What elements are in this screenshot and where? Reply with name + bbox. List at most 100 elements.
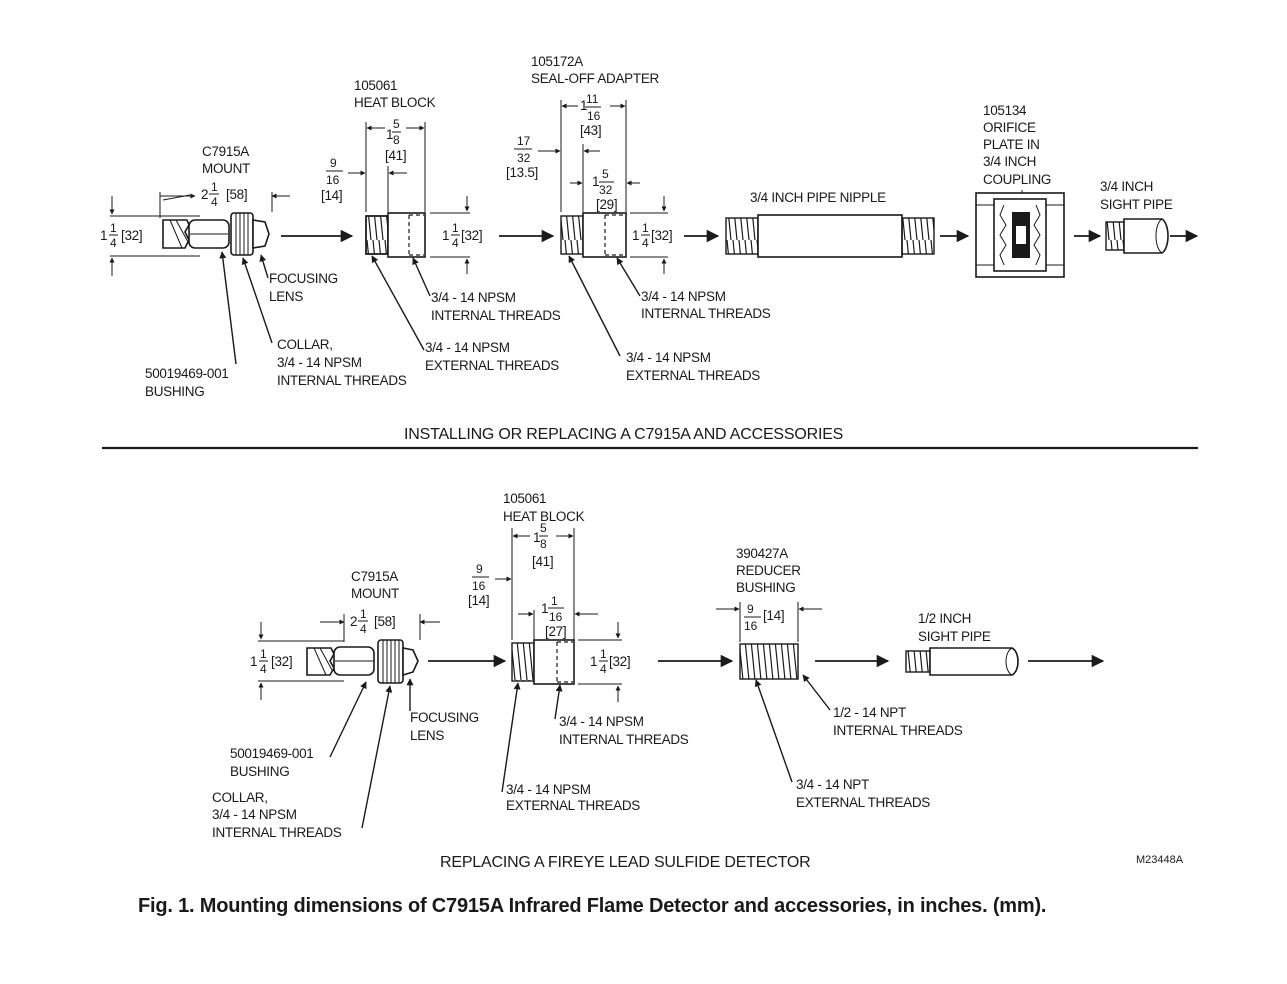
top-so-dia-den: 4: [642, 236, 649, 250]
top-sight-pipe-1: 3/4 INCH: [1100, 179, 1153, 194]
bottom-hb-name: HEAT BLOCK: [503, 509, 585, 524]
top-nipple-label: 3/4 INCH PIPE NIPPLE: [750, 190, 886, 205]
bottom-reducer-bushing: 390427A REDUCER BUSHING 9 16 [14] 1/2 - …: [716, 546, 963, 810]
top-heat-block-part: 105061: [354, 78, 397, 93]
top-so-in-whole: 1: [592, 174, 599, 189]
top-collar-1: COLLAR,: [277, 337, 333, 352]
top-caption: INSTALLING OR REPLACING A C7915A AND ACC…: [404, 426, 843, 443]
top-so-dia-whole: 1: [632, 228, 639, 243]
top-mount-dia-mm: [32]: [121, 228, 142, 243]
top-bushing-2: BUSHING: [145, 384, 204, 399]
top-seal-off-adapter: 105172A SEAL-OFF ADAPTER 1 11 16 [43] 17…: [506, 54, 771, 383]
bottom-reducer-internal-2: INTERNAL THREADS: [833, 723, 963, 738]
bottom-heat-block: 105061 HEAT BLOCK 1 5 8 [41] 9 16 [14] 1…: [468, 491, 689, 813]
bottom-hb-in-whole: 1: [541, 601, 548, 616]
top-so-len-whole: 1: [580, 98, 587, 113]
top-pipe-nipple: 3/4 INCH PIPE NIPPLE: [725, 190, 935, 258]
top-assembly: C7915A MOUNT 2 1 4 [58] 1 1 4 [32]: [100, 54, 1199, 443]
top-mount-name: MOUNT: [202, 161, 250, 176]
bottom-hb-external-2: EXTERNAL THREADS: [506, 798, 640, 813]
bottom-reducer-th-num: 9: [747, 602, 754, 616]
bottom-hb-in-mm: [27]: [545, 624, 566, 639]
top-hb-external-2: EXTERNAL THREADS: [425, 358, 559, 373]
top-heat-block-name: HEAT BLOCK: [354, 95, 436, 110]
top-hb-external-1: 3/4 - 14 NPSM: [425, 340, 510, 355]
bottom-hb-in-den: 16: [549, 610, 563, 624]
top-so-thread: [560, 215, 584, 255]
top-so-th-den: 32: [517, 151, 531, 165]
bottom-sight-pipe-2: SIGHT PIPE: [918, 629, 991, 644]
bottom-hb-dia-num: 1: [600, 647, 607, 661]
top-mount-part: C7915A: [202, 144, 249, 159]
top-hb-dia-whole: 1: [442, 228, 449, 243]
bottom-collar-3: INTERNAL THREADS: [212, 825, 342, 840]
top-bushing-1: 50019469-001: [145, 366, 228, 381]
top-mount-len-mm: [58]: [226, 187, 247, 202]
bottom-sight-pipe-1: 1/2 INCH: [918, 611, 971, 626]
bottom-hb-th-num: 9: [476, 562, 483, 576]
top-so-external-2: EXTERNAL THREADS: [626, 368, 760, 383]
top-orifice-4: 3/4 INCH: [983, 154, 1036, 169]
top-hb-th-mm: [14]: [321, 188, 342, 203]
bottom-hb-th-mm: [14]: [468, 593, 489, 608]
bottom-mount-len-den: 4: [360, 622, 367, 636]
bottom-bushing-2: BUSHING: [230, 764, 289, 779]
bottom-caption: REPLACING A FIREYE LEAD SULFIDE DETECTOR: [440, 854, 810, 871]
bottom-bushing-1: 50019469-001: [230, 746, 313, 761]
bottom-mount: C7915A MOUNT 2 1 4 [58] 1 1 4 [32]: [212, 569, 479, 840]
bottom-mount-part: C7915A: [351, 569, 398, 584]
figure-caption: Fig. 1. Mounting dimensions of C7915A In…: [138, 895, 1046, 917]
bottom-mount-len-num: 1: [360, 607, 367, 621]
top-hb-len-num: 5: [393, 117, 400, 131]
top-hb-dia-num: 1: [452, 221, 459, 235]
bottom-reducer-external-1: 3/4 - 14 NPT: [796, 777, 869, 792]
top-collar-2: 3/4 - 14 NPSM: [277, 355, 362, 370]
top-mount-dia-den: 4: [110, 236, 117, 250]
bottom-mount-len-mm: [58]: [374, 614, 395, 629]
top-so-in-num: 5: [602, 167, 609, 181]
top-focusing-lens-1: FOCUSING: [269, 271, 338, 286]
bottom-focusing-lens-1: FOCUSING: [410, 710, 479, 725]
top-lens-shape: [252, 219, 270, 249]
bottom-focusing-lens-2: LENS: [410, 728, 444, 743]
top-so-in-den: 32: [599, 183, 613, 197]
bottom-hb-internal-1: 3/4 - 14 NPSM: [559, 714, 644, 729]
top-mount-dia-num: 1: [110, 221, 117, 235]
top-hb-internal-1: 3/4 - 14 NPSM: [431, 290, 516, 305]
bottom-reducer-th-mm: [14]: [763, 608, 784, 623]
bottom-reducer-internal-1: 1/2 - 14 NPT: [833, 705, 906, 720]
top-hb-body: [387, 212, 426, 258]
bottom-hb-part: 105061: [503, 491, 546, 506]
top-heat-block: 105061 HEAT BLOCK 1 5 8 [41] 9 16 [14]: [321, 78, 561, 373]
top-hb-th-num: 9: [330, 156, 337, 170]
bottom-reducer-name1: REDUCER: [736, 563, 801, 578]
bottom-mount-name: MOUNT: [351, 586, 399, 601]
top-so-len-num: 11: [586, 92, 599, 106]
bottom-mount-dia-mm: [32]: [271, 654, 292, 669]
bottom-hb-dia-mm: [32]: [609, 654, 630, 669]
bottom-hb-len-whole: 1: [533, 530, 540, 545]
top-so-dia-mm: [32]: [651, 228, 672, 243]
drawing-number: M23448A: [1136, 854, 1184, 866]
bottom-collar-1: COLLAR,: [212, 790, 268, 805]
top-sight-pipe: 3/4 INCH SIGHT PIPE: [1100, 179, 1173, 254]
top-so-internal-2: INTERNAL THREADS: [641, 306, 771, 321]
bottom-hb-external-1: 3/4 - 14 NPSM: [506, 782, 591, 797]
bottom-reducer-part: 390427A: [736, 546, 788, 561]
top-so-body: [582, 212, 627, 258]
bottom-reducer-th-den: 16: [744, 619, 758, 633]
bottom-hb-len-mm: [41]: [532, 554, 553, 569]
top-mount-len-num: 1: [211, 180, 218, 194]
top-orifice-1: 105134: [983, 103, 1027, 118]
bottom-hb-dia-den: 4: [600, 662, 607, 676]
bottom-sight-pipe: 1/2 INCH SIGHT PIPE: [905, 611, 1019, 676]
top-so-dia-num: 1: [642, 221, 649, 235]
bottom-hb-len-num: 5: [540, 521, 547, 535]
top-orifice-2: ORIFICE: [983, 120, 1036, 135]
bottom-hb-internal-2: INTERNAL THREADS: [559, 732, 689, 747]
top-orifice-5: COUPLING: [983, 172, 1051, 187]
top-so-in-mm: [29]: [596, 197, 617, 212]
top-so-name: SEAL-OFF ADAPTER: [531, 71, 660, 86]
top-focusing-lens-2: LENS: [269, 289, 303, 304]
bottom-mount-dia-whole: 1: [250, 654, 257, 669]
